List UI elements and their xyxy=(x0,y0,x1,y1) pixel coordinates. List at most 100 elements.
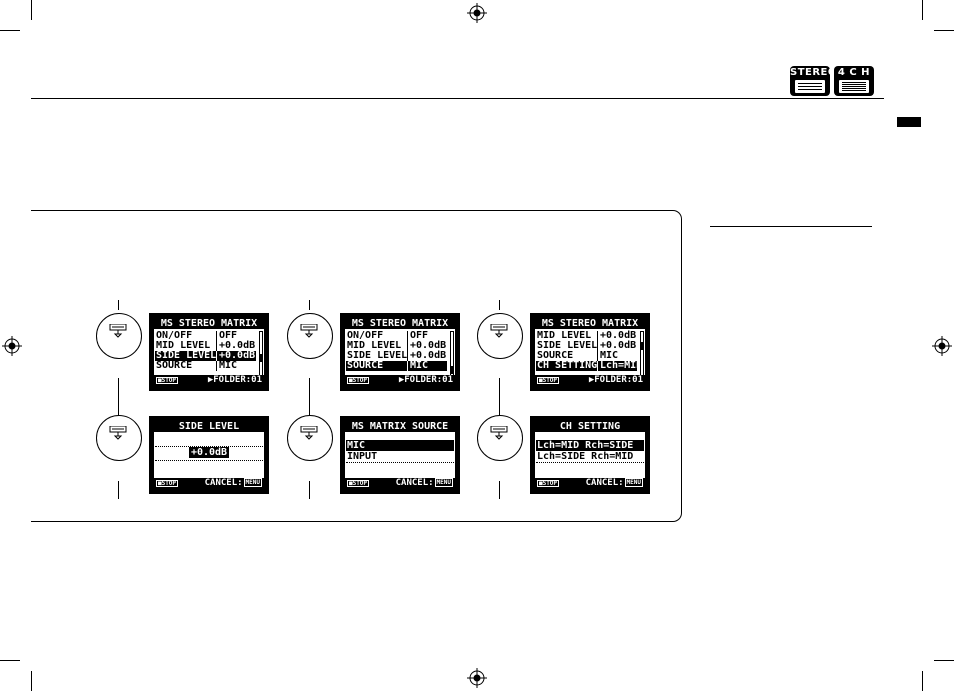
column-divider xyxy=(407,331,408,341)
column-divider xyxy=(407,351,408,361)
stereo-badge-label: STEREO xyxy=(790,67,837,78)
menu-row-value: OFF xyxy=(410,330,429,341)
column-divider xyxy=(597,341,598,351)
lcd-display: CH SETTING Lch=MID Rch=SIDE Lch=SIDE Rch… xyxy=(535,421,645,489)
menu-key: MENU xyxy=(243,478,262,487)
menu-row-label: SOURCE xyxy=(537,350,574,361)
crop-mark xyxy=(31,0,32,20)
lcd-title: MS STEREO MATRIX xyxy=(345,318,455,329)
menu-row-value: MIC xyxy=(600,350,619,361)
lcd-title: MS MATRIX SOURCE xyxy=(345,421,455,432)
four-channel-badge-label: 4 C H xyxy=(837,67,871,78)
lcd-title: MS STEREO MATRIX xyxy=(535,318,645,329)
four-channel-mode-icon xyxy=(839,80,869,93)
menu-row-value: +0.0dB xyxy=(219,350,256,361)
stereo-mode-badge: STEREO xyxy=(790,66,837,96)
menu-row-value: +0.0dB xyxy=(600,330,637,341)
lcd-screen-ms-matrix-3: MS STEREO MATRIX MID LEVEL +0.0dB SIDE LE… xyxy=(530,313,650,391)
option-selected[interactable]: MIC xyxy=(346,440,454,451)
menu-row-label: SIDE LEVEL xyxy=(156,350,217,361)
header-rule xyxy=(31,98,884,99)
column-divider xyxy=(407,361,408,371)
column-divider xyxy=(216,331,217,341)
step-connector xyxy=(499,481,500,499)
menu-row-label: SIDE LEVEL xyxy=(537,340,598,351)
step-connector xyxy=(118,300,119,310)
lcd-title: CH SETTING xyxy=(535,421,645,432)
control-dial-icon xyxy=(287,313,333,359)
crop-mark xyxy=(31,671,32,691)
menu-row[interactable]: SOURCE MIC xyxy=(536,351,637,361)
lcd-title: SIDE LEVEL xyxy=(154,421,264,432)
column-divider xyxy=(216,361,217,371)
stop-indicator: ■STOP xyxy=(156,377,178,384)
step-connector xyxy=(118,481,119,499)
registration-mark-icon xyxy=(467,3,487,23)
menu-row-label: MID LEVEL xyxy=(537,330,592,341)
section-tab xyxy=(897,117,921,127)
menu-row-label: SOURCE xyxy=(347,360,384,371)
four-channel-mode-badge: 4 C H xyxy=(834,66,874,96)
lcd-footer: ■STOP CANCEL:MENU xyxy=(345,478,455,489)
control-dial-icon xyxy=(96,313,142,359)
registration-mark-icon xyxy=(467,668,487,688)
option-item[interactable]: Lch=SIDE Rch=MID xyxy=(537,451,634,462)
menu-row[interactable]: SIDE LEVEL+0.0dB xyxy=(346,351,447,361)
lcd-display: MS STEREO MATRIX MID LEVEL +0.0dB SIDE LE… xyxy=(535,318,645,386)
crop-mark xyxy=(0,30,20,31)
crop-mark xyxy=(0,660,20,661)
scrollbar[interactable] xyxy=(640,331,644,376)
cancel-label: CANCEL: xyxy=(395,478,434,488)
menu-row-value: OFF xyxy=(219,330,238,341)
stop-indicator: ■STOP xyxy=(347,480,369,487)
step-connector xyxy=(309,300,310,310)
control-dial-icon xyxy=(287,415,333,461)
scrollbar[interactable] xyxy=(450,331,454,376)
lcd-footer: ■STOP CANCEL:MENU xyxy=(154,478,264,489)
menu-row-value: +0.0dB xyxy=(410,350,447,361)
registration-mark-icon xyxy=(2,336,22,356)
column-divider xyxy=(216,351,217,361)
menu-row-value: MIC xyxy=(219,360,238,371)
control-dial-icon xyxy=(477,313,523,359)
lcd-title: MS STEREO MATRIX xyxy=(154,318,264,329)
cancel-label: CANCEL: xyxy=(204,478,243,488)
stop-indicator: ■STOP xyxy=(156,480,178,487)
crop-mark xyxy=(922,671,923,691)
option-selected[interactable]: Lch=MID Rch=SIDE xyxy=(536,440,644,451)
menu-row[interactable]: MID LEVEL+0.0dB xyxy=(155,341,256,351)
option-item[interactable]: INPUT xyxy=(347,451,378,462)
column-divider xyxy=(597,351,598,361)
scrollbar[interactable] xyxy=(259,331,263,376)
step-connector xyxy=(499,300,500,310)
lcd-footer: ■STOP▶FOLDER:01 xyxy=(345,375,455,386)
lcd-footer: ■STOP▶FOLDER:01 xyxy=(535,375,645,386)
option-list: MIC INPUT xyxy=(346,440,454,463)
menu-row-label: MID LEVEL xyxy=(347,340,402,351)
lcd-footer: ■STOP ▶FOLDER:01 xyxy=(154,375,264,386)
menu-row[interactable]: MID LEVEL +0.0dB xyxy=(346,341,447,351)
control-dial-icon xyxy=(96,415,142,461)
folder-indicator: ▶FOLDER:01 xyxy=(207,375,262,385)
level-value-field[interactable]: +0.0dB xyxy=(155,446,263,461)
sidebar-rule xyxy=(710,226,872,227)
menu-row[interactable]: MID LEVEL +0.0dB xyxy=(536,331,637,341)
menu-row-value: +0.0dB xyxy=(410,340,447,351)
stop-indicator: ■STOP xyxy=(537,480,559,487)
menu-row[interactable]: SIDE LEVEL+0.0dB xyxy=(536,341,637,351)
column-divider xyxy=(597,361,598,371)
menu-row-selected[interactable]: SIDE LEVEL+0.0dB xyxy=(155,351,256,361)
menu-key: MENU xyxy=(434,478,453,487)
menu-row-label: CH SETTING xyxy=(537,360,598,371)
menu-row-value: +0.0dB xyxy=(219,340,256,351)
